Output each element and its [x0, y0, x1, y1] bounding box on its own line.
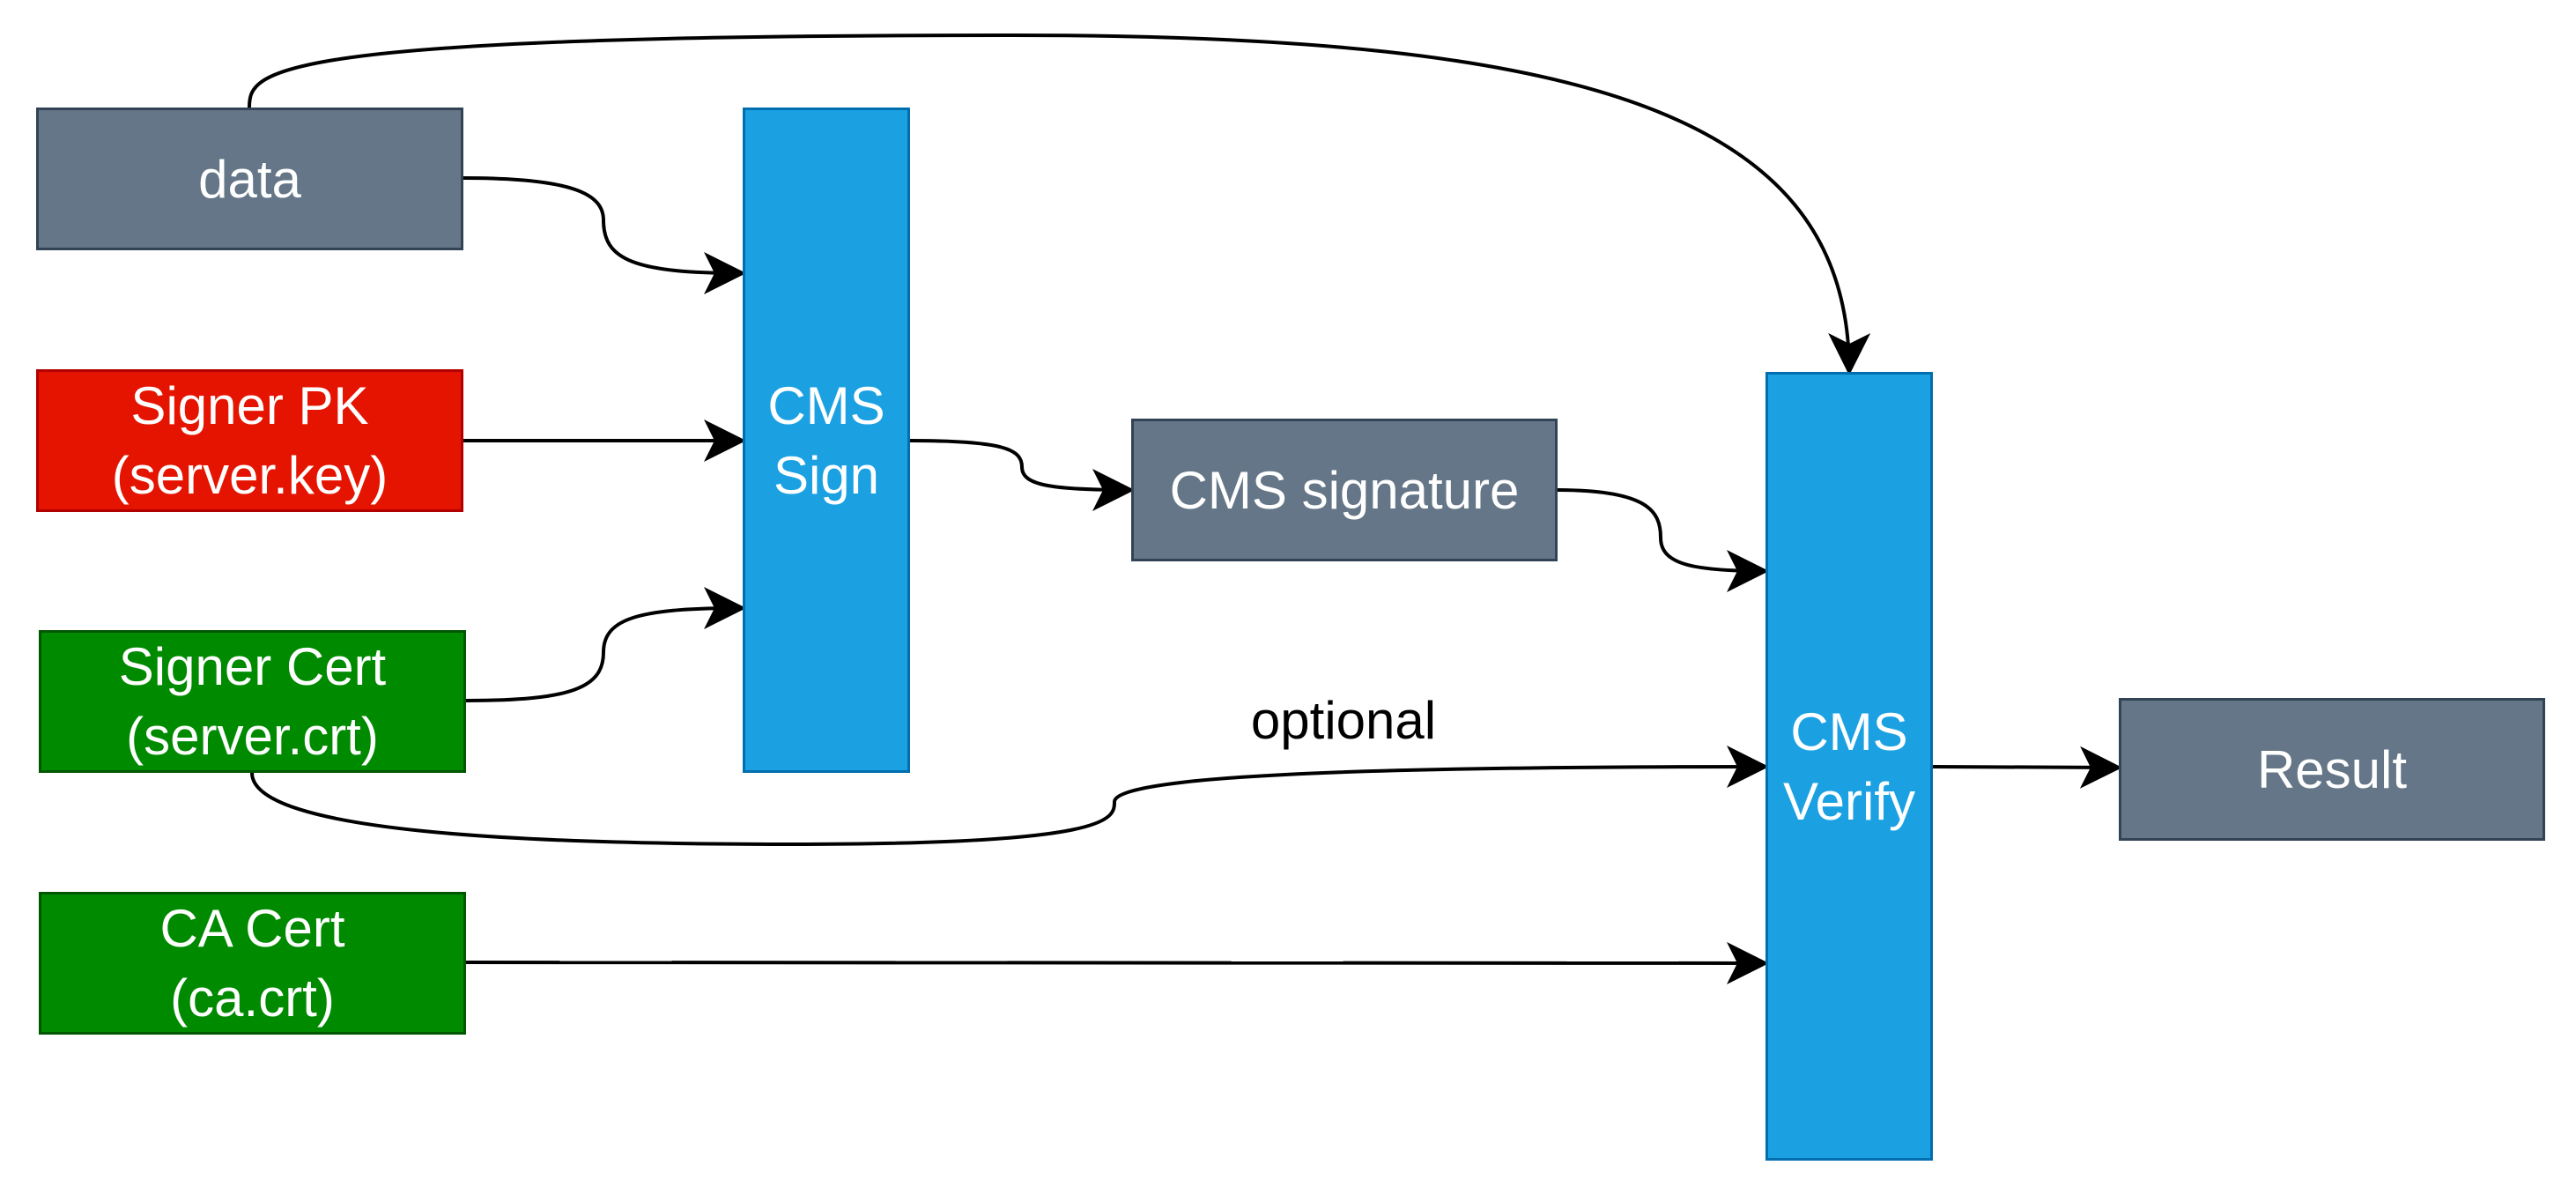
result-label: Result [2256, 739, 2408, 799]
cms-sign-line-1: CMS [767, 375, 885, 435]
cms-verify-line-2: Verify [1782, 771, 1916, 831]
edge-signer-cert-to-cms-sign [465, 587, 746, 702]
ca-cert-file: (ca.crt) [170, 969, 335, 1028]
signer-cert-file: (server.crt) [126, 707, 379, 766]
edge-signer-cert-to-cms-verify-optional [250, 746, 1769, 847]
signer-pk-file: (server.key) [111, 446, 389, 505]
cms-sign-node: CMS Sign [743, 108, 910, 773]
data-node: data [36, 108, 463, 250]
cms-verify-line-1: CMS [1790, 701, 1908, 761]
edge-ca-cert-to-cms-verify [465, 941, 1769, 984]
edge-data-to-cms-verify [248, 33, 1871, 375]
ca-cert-node: CA Cert (ca.crt) [39, 892, 466, 1035]
signer-pk-node: Signer PK (server.key) [36, 369, 463, 512]
signer-cert-title: Signer Cert [118, 637, 387, 696]
optional-edge-label: optional [1250, 691, 1437, 750]
edge-cms-verify-to-result [1932, 746, 2122, 789]
signer-cert-node: Signer Cert (server.crt) [39, 630, 466, 773]
cms-signature-label: CMS signature [1169, 460, 1520, 520]
edge-cms-sign-to-signature [909, 439, 1135, 511]
edge-signature-to-cms-verify [1557, 488, 1769, 592]
edge-data-to-cms-sign [463, 176, 746, 294]
cms-sign-line-2: Sign [773, 445, 880, 505]
signer-pk-title: Signer PK [130, 376, 369, 435]
ca-cert-title: CA Cert [159, 899, 345, 958]
cms-verify-node: CMS Verify [1765, 372, 1933, 1161]
cms-signature-node: CMS signature [1131, 419, 1558, 561]
result-node: Result [2119, 698, 2545, 841]
data-node-label: data [198, 149, 301, 209]
